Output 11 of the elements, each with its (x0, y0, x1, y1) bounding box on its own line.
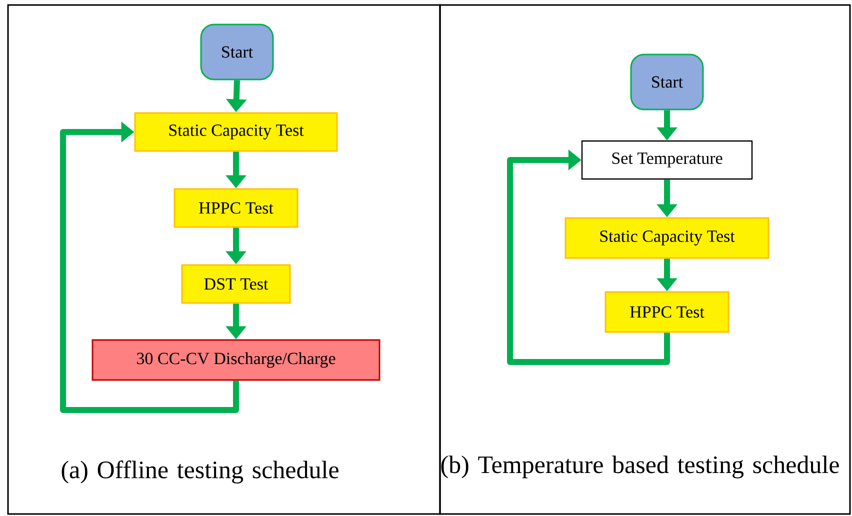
process-box: 30 CC-CV Discharge/Charge (92, 339, 380, 381)
process-box: DST Test (181, 264, 291, 304)
arrow (507, 150, 670, 365)
process-box: Set Temperature (581, 140, 753, 180)
process-box: HPPC Test (604, 291, 730, 333)
process-box: Static Capacity Test (564, 217, 770, 259)
terminal-box: Start (200, 24, 274, 80)
arrow (60, 122, 239, 413)
process-box: HPPC Test (174, 188, 298, 228)
terminal-box: Start (630, 54, 704, 110)
process-box: Static Capacity Test (134, 112, 338, 152)
